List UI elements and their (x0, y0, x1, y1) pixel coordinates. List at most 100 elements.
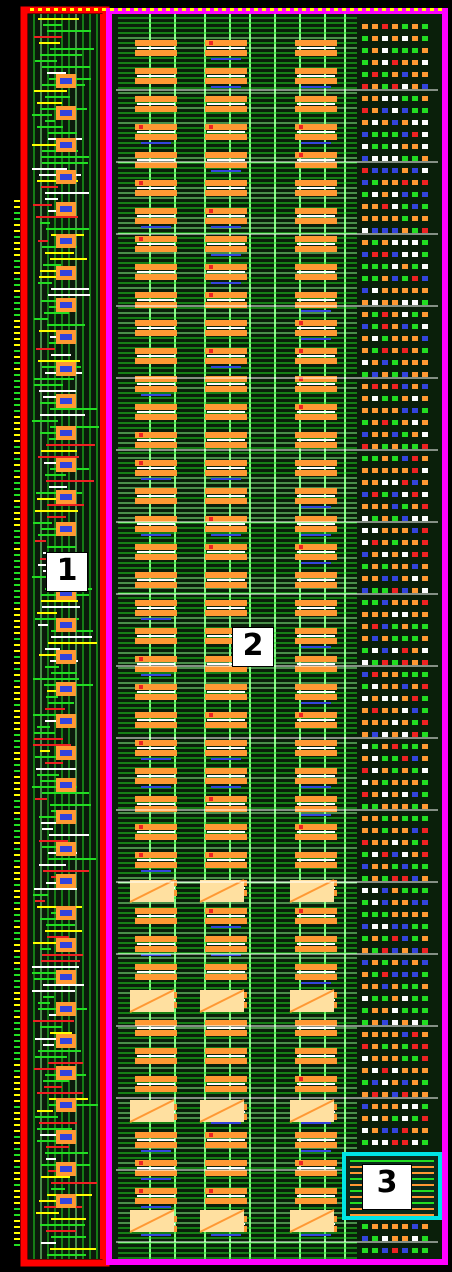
region-2-right-cell (402, 1248, 408, 1253)
region-2-device (295, 152, 337, 158)
region-2-right-cell (402, 948, 408, 953)
region-2-device (135, 460, 177, 466)
left-pin (14, 1082, 20, 1084)
region-2-right-cell (362, 684, 368, 689)
region-2-right-cell (392, 216, 398, 221)
region-2-right-cell (402, 552, 408, 557)
region-2-right-cell (382, 996, 388, 1001)
left-pin (14, 992, 20, 994)
region-2-right-cell (422, 996, 428, 1001)
region-1-stripe (34, 318, 48, 320)
region-2-device (135, 96, 177, 102)
region-2-right-cell (362, 336, 368, 341)
top-edge-mark (278, 8, 282, 11)
region-2-right-cell (422, 960, 428, 965)
region-2-right-cell (402, 516, 408, 521)
region-2-right-cell (382, 1056, 388, 1061)
region-2-right-cell (382, 24, 388, 29)
top-edge-mark (70, 8, 74, 11)
left-pin (14, 590, 20, 592)
left-pin (14, 968, 20, 970)
region-2-right-cell (372, 384, 378, 389)
region-2-device (205, 1160, 247, 1166)
region-1-stripe (37, 1110, 53, 1112)
region-2-right-cell (402, 780, 408, 785)
region-2-right-cell (422, 948, 428, 953)
region-2-right-cell (382, 324, 388, 329)
region-2-device (135, 628, 177, 634)
region-2-right-cell (372, 192, 378, 197)
region-2-poly (209, 265, 213, 269)
left-pin (14, 416, 20, 418)
region-2-right-cell (392, 984, 398, 989)
left-pin (14, 506, 20, 508)
region-2-right-cell (382, 372, 388, 377)
region-2-right-cell (362, 384, 368, 389)
region-2-contact (297, 1055, 335, 1057)
region-2-right-cell (422, 492, 428, 497)
region-2-right-cell (382, 276, 388, 281)
region-2-contact (297, 1139, 335, 1141)
region-1-stripe (41, 528, 70, 530)
region-1-stripe (34, 1068, 76, 1070)
region-2-contact (137, 1027, 175, 1029)
region-2-right-cell (362, 396, 368, 401)
region-2-right-cell (372, 132, 378, 137)
left-pin (14, 1040, 20, 1042)
region-2-right-cell (392, 576, 398, 581)
region-2-right-cell (402, 192, 408, 197)
region-1-stripe (43, 264, 61, 266)
region-2-contact (297, 915, 335, 917)
region-2-right-cell (362, 204, 368, 209)
top-edge-mark (134, 8, 138, 11)
region-2-right-cell (392, 36, 398, 41)
left-pin (14, 524, 20, 526)
top-edge-mark (422, 8, 426, 11)
region-2-right-cell (422, 252, 428, 257)
region-2-contact (207, 859, 245, 861)
region-2-device (135, 554, 177, 560)
region-2-right-cell (392, 360, 398, 365)
region-2-via (141, 618, 171, 620)
region-2-contact (297, 467, 335, 469)
region-2-contact (297, 971, 335, 973)
region-2-right-cell (402, 624, 408, 629)
region-2-right-cell (382, 168, 388, 173)
region-2-right-cell (422, 120, 428, 125)
region-2-right-cell (422, 48, 428, 53)
region-1-stripe (40, 414, 85, 416)
region-1-stripe (45, 720, 58, 722)
region-2-right-cell (422, 324, 428, 329)
region-2-right-cell (422, 36, 428, 41)
left-pin (14, 1202, 20, 1204)
region-2-device (295, 824, 337, 830)
left-pin (14, 1022, 20, 1024)
region-2-poly (209, 713, 213, 717)
region-1-stripe (33, 522, 52, 524)
left-pin (14, 308, 20, 310)
region-2-right-cell (372, 108, 378, 113)
region-2-right-cell (372, 564, 378, 569)
region-2-right-cell (382, 660, 388, 665)
region-2-right-cell (392, 996, 398, 1001)
region-2-right-cell (412, 1116, 418, 1121)
top-edge-mark (318, 8, 322, 11)
region-2-device (295, 470, 337, 476)
region-2-device (205, 190, 247, 196)
region-2-right-cell (372, 1008, 378, 1013)
region-2-device (205, 68, 247, 74)
region-2-device (295, 330, 337, 336)
region-2-right-cell (362, 804, 368, 809)
region-2-device (135, 1170, 177, 1176)
region-2-contact (207, 971, 245, 973)
region-2-right-cell (402, 912, 408, 917)
region-2-right-cell (362, 1140, 368, 1145)
region-2-device (205, 582, 247, 588)
top-edge-mark (102, 8, 106, 11)
top-edge-mark (254, 8, 258, 11)
region-2-right-cell (372, 516, 378, 521)
region-1-stripe (46, 1230, 76, 1232)
region-2-contact (297, 635, 335, 637)
region-2-poly (209, 1133, 213, 1137)
region-2-right-cell (392, 432, 398, 437)
